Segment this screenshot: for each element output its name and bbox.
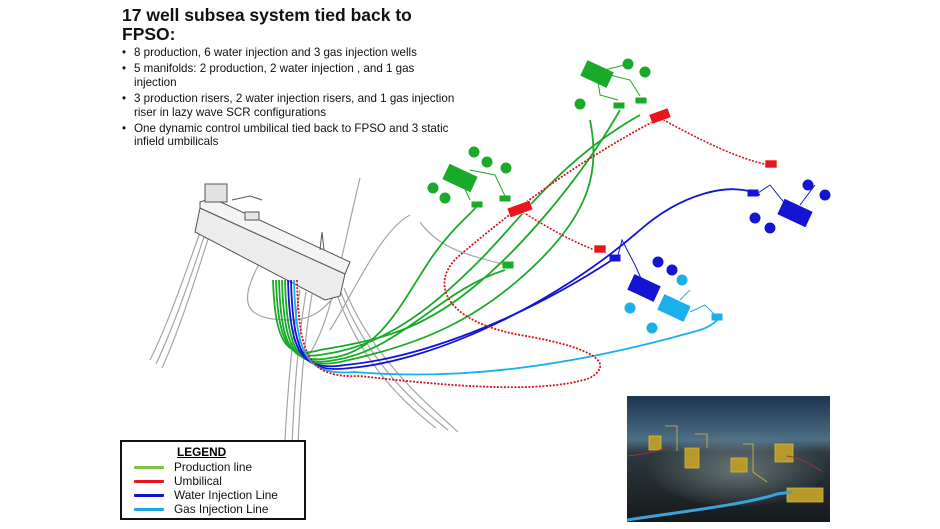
water-injection-manifold-east bbox=[747, 179, 831, 234]
jumper bbox=[459, 169, 506, 201]
wellhead bbox=[481, 156, 493, 168]
plet bbox=[499, 195, 511, 202]
subsea-structures bbox=[648, 425, 824, 503]
water-injection-line bbox=[287, 259, 613, 368]
summary-item: One dynamic control umbilical tied back … bbox=[118, 122, 458, 149]
gas-injection-manifold bbox=[624, 274, 723, 334]
manifold bbox=[777, 198, 813, 228]
mooring-line bbox=[335, 291, 437, 429]
wellhead bbox=[574, 98, 586, 110]
mooring-line bbox=[343, 287, 459, 433]
structure bbox=[730, 457, 748, 473]
legend-title: LEGEND bbox=[177, 445, 227, 459]
wellhead bbox=[624, 302, 636, 314]
fpso-crane bbox=[231, 195, 263, 201]
umbilical-termination-unit bbox=[648, 107, 672, 125]
summary-item: 3 production risers, 2 water injection r… bbox=[118, 92, 458, 119]
fpso-vessel bbox=[194, 183, 351, 301]
jumper-frames bbox=[665, 425, 768, 483]
production-line bbox=[281, 269, 506, 363]
plet bbox=[613, 102, 625, 109]
umbilical-termination-unit bbox=[593, 244, 607, 254]
gas-injection-line bbox=[293, 279, 721, 376]
fpso-accommodation bbox=[204, 183, 228, 203]
water-injection-swatch bbox=[134, 493, 164, 497]
plet bbox=[747, 189, 759, 197]
structure bbox=[774, 443, 794, 463]
legend-item-gas-injection: Gas Injection Line bbox=[134, 502, 268, 516]
plet bbox=[502, 261, 514, 269]
jumper bbox=[596, 63, 641, 101]
blue-flowline bbox=[627, 490, 793, 522]
water-injection-manifold-south bbox=[609, 238, 678, 302]
red-umbilical bbox=[627, 447, 823, 472]
production-line-swatch bbox=[134, 465, 164, 469]
wellhead bbox=[500, 162, 512, 174]
production-line bbox=[284, 119, 595, 365]
jumper bbox=[617, 238, 645, 286]
legend-item-water-injection: Water Injection Line bbox=[134, 488, 278, 502]
flowlines bbox=[272, 109, 761, 389]
structure bbox=[648, 435, 662, 451]
wellhead bbox=[639, 66, 651, 78]
production-manifold-north bbox=[574, 58, 651, 110]
plet bbox=[711, 313, 723, 321]
summary-item: 5 manifolds: 2 production, 2 water injec… bbox=[118, 62, 458, 89]
gas-injection-swatch bbox=[134, 507, 164, 511]
production-manifold-west bbox=[427, 146, 514, 269]
umbilical-termination-unit bbox=[506, 199, 534, 219]
wellhead bbox=[468, 146, 480, 158]
manifold bbox=[627, 274, 661, 302]
wellhead bbox=[652, 256, 664, 268]
umbilical-line bbox=[659, 117, 771, 166]
production-line bbox=[278, 204, 479, 361]
fpso-module bbox=[244, 211, 260, 221]
umbilical-units bbox=[506, 107, 778, 254]
infield-umbilicals bbox=[519, 117, 771, 253]
wellhead bbox=[764, 222, 776, 234]
static-umbilical-grey bbox=[329, 214, 411, 331]
wellhead bbox=[749, 212, 761, 224]
wellhead bbox=[427, 182, 439, 194]
structure bbox=[684, 447, 700, 469]
wellhead bbox=[646, 322, 658, 334]
legend: LEGEND Production line Umbilical Water I… bbox=[120, 440, 306, 520]
jumper bbox=[754, 184, 816, 211]
wellhead bbox=[666, 264, 678, 276]
subsea-skid bbox=[786, 487, 824, 503]
wellhead bbox=[439, 192, 451, 204]
wellhead bbox=[676, 274, 688, 286]
wellhead bbox=[819, 189, 831, 201]
plet bbox=[635, 97, 647, 104]
plet bbox=[471, 201, 483, 208]
field-summary-list: 8 production, 6 water injection and 3 ga… bbox=[118, 46, 458, 152]
umbilical-termination-unit bbox=[764, 159, 778, 169]
manifold bbox=[657, 294, 691, 322]
umbilical-line bbox=[519, 209, 601, 253]
plet bbox=[609, 254, 621, 262]
jumper bbox=[679, 289, 716, 316]
legend-item-umbilical: Umbilical bbox=[134, 474, 222, 488]
diagram-title: 17 well subsea system tied back to FPSO: bbox=[122, 5, 412, 44]
summary-item: 8 production, 6 water injection and 3 ga… bbox=[118, 46, 458, 60]
legend-item-production: Production line bbox=[134, 460, 252, 474]
static-umbilical-grey bbox=[419, 221, 506, 266]
umbilical-swatch bbox=[134, 479, 164, 483]
seabed-render-photo bbox=[627, 396, 830, 522]
fpso-flare bbox=[319, 231, 325, 251]
wellhead bbox=[802, 179, 814, 191]
